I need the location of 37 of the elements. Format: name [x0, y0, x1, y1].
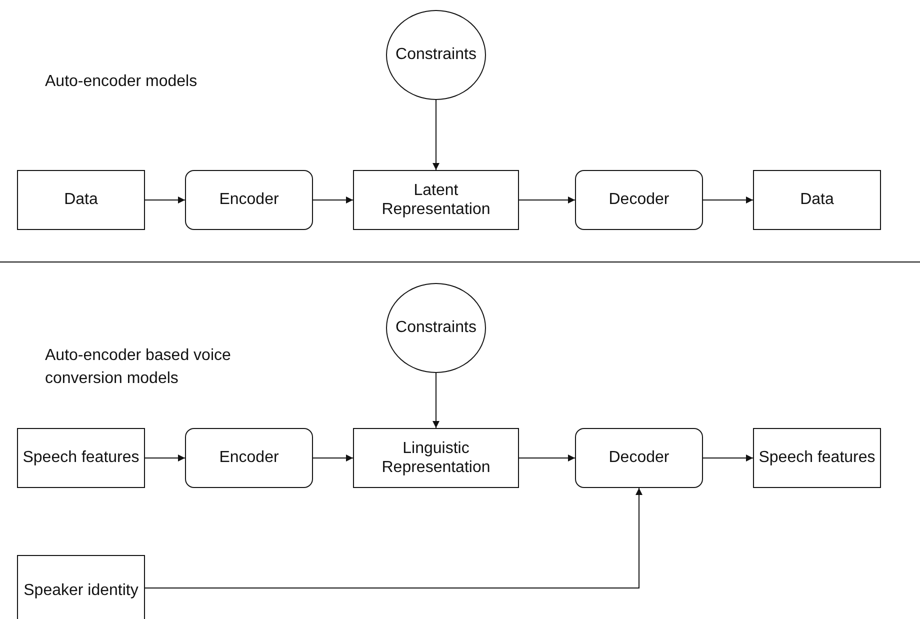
- arrow: [312, 454, 354, 462]
- process-box: [185, 428, 313, 488]
- data-box: [353, 428, 519, 488]
- process-box: [575, 428, 703, 488]
- data-box: [353, 170, 519, 230]
- process-box: [185, 170, 313, 230]
- node-text: Encoder: [219, 448, 279, 468]
- arrow: [432, 372, 440, 428]
- node-text: Latent Representation: [380, 180, 492, 220]
- data-box: [753, 170, 881, 230]
- arrow: [518, 454, 576, 462]
- node-text: Linguistic Representation: [380, 438, 492, 478]
- node-text: Data: [800, 190, 834, 210]
- node-text: Speaker identity: [24, 580, 138, 600]
- data-box: [753, 428, 881, 488]
- node-text: Speech features: [22, 448, 140, 468]
- node-text: Speech features: [758, 448, 876, 468]
- arrow: [518, 196, 576, 204]
- node-text: Constraints: [396, 318, 476, 338]
- section-label: Auto-encoder models: [45, 72, 198, 92]
- node-text: Decoder: [608, 190, 670, 210]
- node-text: Constraints: [396, 45, 476, 65]
- arrow: [312, 196, 354, 204]
- data-box: [17, 170, 145, 230]
- node-text: Decoder: [608, 448, 670, 468]
- arrow: [144, 196, 186, 204]
- data-box: [17, 555, 145, 619]
- data-box: [17, 428, 145, 488]
- section-label: Auto-encoder based voice conversion models: [45, 346, 232, 390]
- node-text: Data: [64, 190, 98, 210]
- arrow: [702, 196, 754, 204]
- process-box: [575, 170, 703, 230]
- arrow: [144, 454, 186, 462]
- arrow: [702, 454, 754, 462]
- arrow: [144, 488, 642, 588]
- arrow: [432, 100, 440, 170]
- node-text: Encoder: [219, 190, 279, 210]
